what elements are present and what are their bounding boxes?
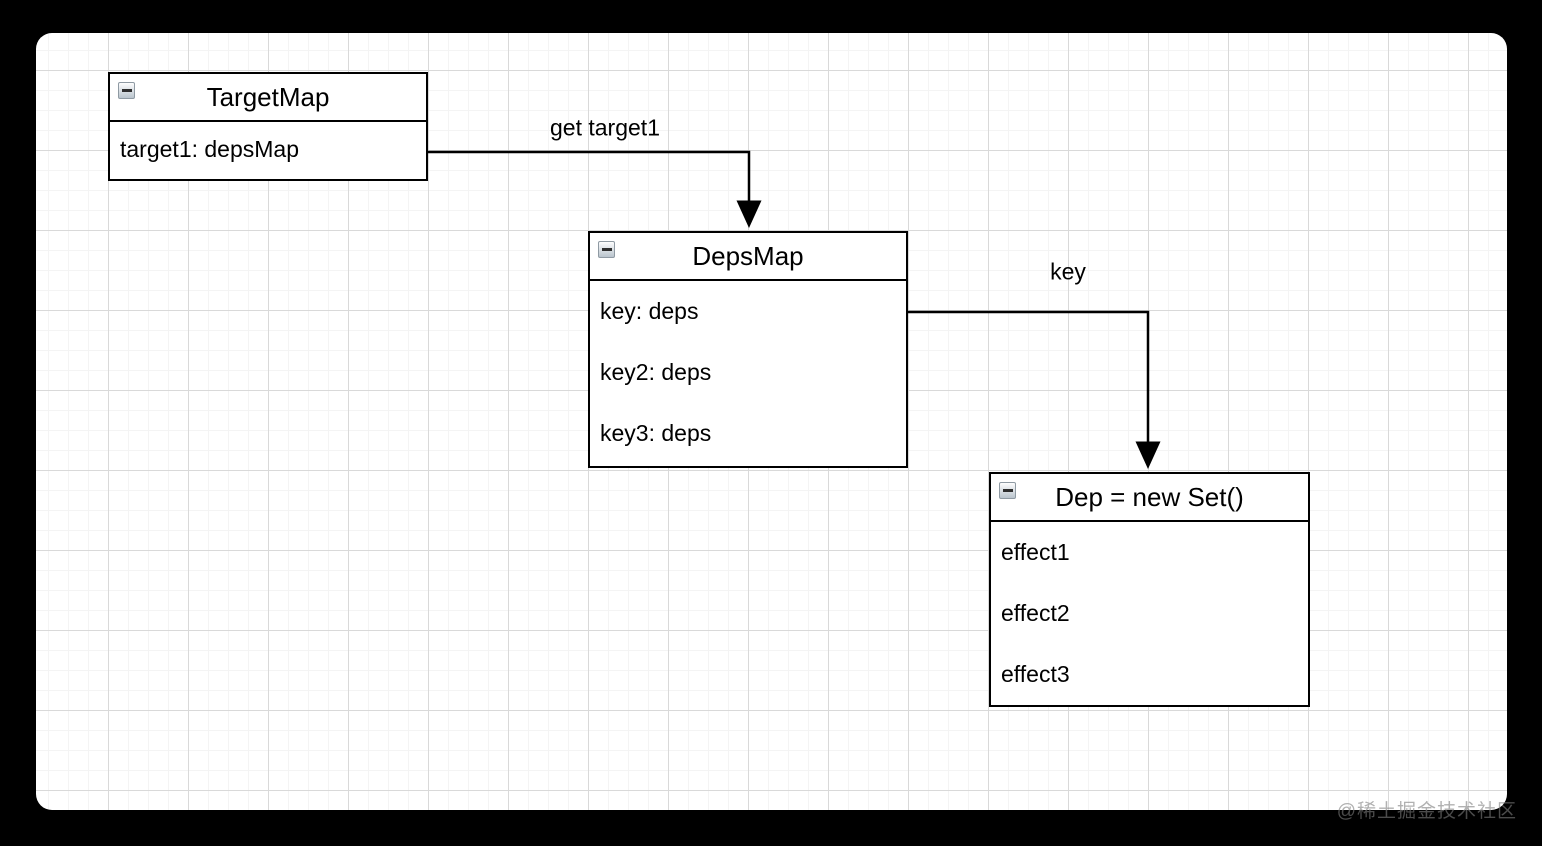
node-row: key: deps [600,298,699,324]
node-title: DepsMap [692,240,804,271]
minus-glyph [601,248,612,251]
node-row: key2: deps [600,359,712,385]
node-title: Dep = new Set() [1055,481,1244,512]
edge-label-get-target1: get target1 [550,114,660,141]
collapse-minus-icon[interactable] [118,82,135,99]
edge-depsmap-to-dep [908,310,1161,469]
minus-glyph [121,89,132,92]
node-row: effect2 [1001,600,1070,626]
node-row: effect1 [1001,539,1070,565]
node-dep-header: Dep = new Set() [991,474,1308,522]
minus-glyph [1002,489,1013,492]
node-row: target1: depsMap [120,136,300,162]
node-dep[interactable]: Dep = new Set() effect1 effect2 effect3 [989,472,1310,707]
node-depsmap[interactable]: DepsMap key: deps key2: deps key3: deps [588,231,908,468]
collapse-minus-icon[interactable] [999,482,1016,499]
node-targetmap-header: TargetMap [110,74,426,122]
watermark: @稀土掘金技术社区 [1336,801,1517,822]
edge-label-key: key [1050,258,1086,285]
node-row: key3: deps [600,420,712,446]
diagram-canvas: get target1 key TargetMap target1: depsM… [36,33,1507,810]
node-depsmap-header: DepsMap [590,233,906,281]
collapse-minus-icon[interactable] [598,241,615,258]
node-row: effect3 [1001,661,1070,687]
node-targetmap[interactable]: TargetMap target1: depsMap [108,72,428,181]
edge-targetmap-to-depsmap [428,150,762,228]
node-title: TargetMap [206,81,330,112]
